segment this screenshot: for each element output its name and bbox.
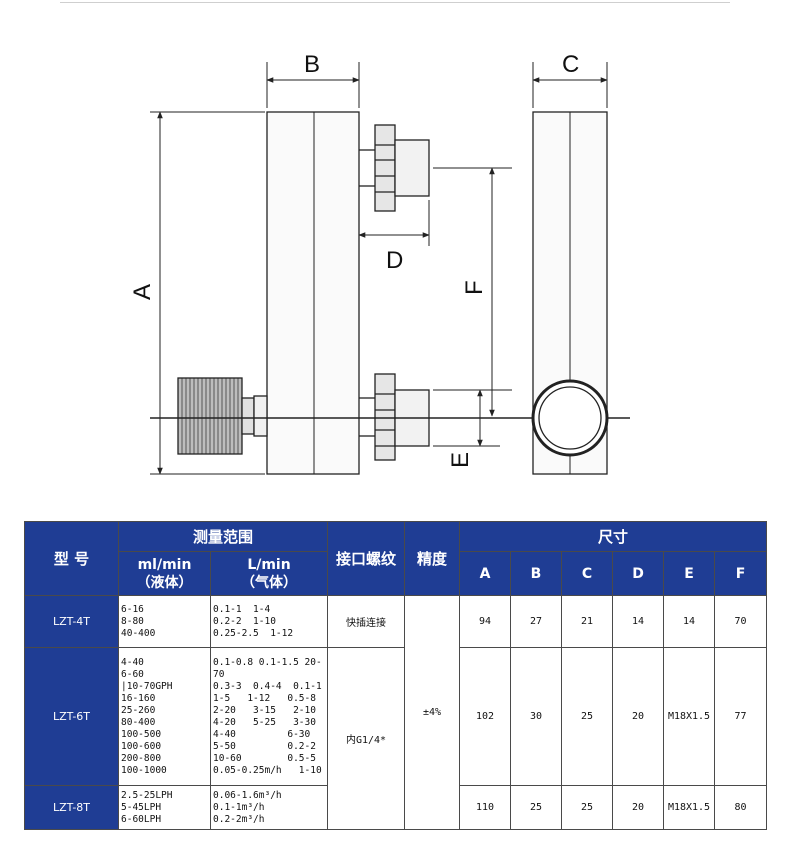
- flowmeter-body: [266, 111, 360, 475]
- header-size: 尺寸: [459, 521, 768, 552]
- dimension-drawing: B C A D F E: [129, 51, 630, 475]
- thread-cell: 快插连接: [327, 595, 406, 648]
- dim-D: 20: [612, 785, 665, 830]
- gas-label: （气体）: [241, 574, 297, 591]
- dimension-lines: [150, 62, 608, 475]
- dim-A: 94: [459, 595, 512, 648]
- header-model: 型 号: [24, 521, 119, 596]
- bottom-fitting: [359, 373, 430, 461]
- gas-range: 0.1-0.8 0.1-1.5 20- 70 0.3-3 0.4-4 0.1-1…: [209, 647, 329, 786]
- model-cell: LZT-8T: [24, 785, 119, 830]
- gas-range: 0.06-1.6m³/h 0.1-1m³/h 0.2-2m³/h: [209, 785, 329, 830]
- header-dim-A: A: [459, 551, 512, 596]
- dim-B: 27: [510, 595, 563, 648]
- dim-D: 20: [612, 647, 665, 786]
- top-divider: [60, 2, 730, 3]
- header-dim-E: E: [663, 551, 716, 596]
- model-cell: LZT-4T: [24, 595, 119, 648]
- dim-B: 30: [510, 647, 563, 786]
- table-row: LZT-8T 2.5-25LPH 5-45LPH 6-60LPH 0.06-1.…: [24, 785, 768, 830]
- liquid-range: 6-16 8-80 40-400: [118, 595, 211, 648]
- label-B: B: [304, 51, 320, 78]
- header-dim-C: C: [561, 551, 614, 596]
- label-F: F: [461, 280, 488, 295]
- dim-A: 102: [459, 647, 512, 786]
- header-thread: 接口螺纹: [327, 521, 406, 596]
- top-fitting: [359, 124, 430, 212]
- dim-E: 14: [663, 595, 716, 648]
- thread-cell: 内G1/4*: [327, 647, 406, 830]
- dim-E: M18X1.5: [663, 785, 716, 830]
- dim-D: 14: [612, 595, 665, 648]
- label-D: D: [386, 247, 403, 274]
- header-liquid: ml/min （液体）: [118, 551, 211, 596]
- header-dim-F: F: [714, 551, 768, 596]
- header-dim-D: D: [612, 551, 665, 596]
- model-cell: LZT-6T: [24, 647, 119, 786]
- label-C: C: [562, 51, 579, 78]
- dim-C: 25: [561, 785, 614, 830]
- liquid-range: 2.5-25LPH 5-45LPH 6-60LPH: [118, 785, 211, 830]
- label-E: E: [447, 452, 474, 468]
- gas-range: 0.1-1 1-4 0.2-2 1-10 0.25-2.5 1-12: [209, 595, 329, 648]
- header-accuracy: 精度: [404, 521, 461, 596]
- header-dim-B: B: [510, 551, 563, 596]
- liquid-label: （液体）: [136, 574, 193, 591]
- dim-C: 25: [561, 647, 614, 786]
- dim-B: 25: [510, 785, 563, 830]
- liquid-range: 4-40 6-60 |10-70GPH 16-160 25-260 80-400…: [118, 647, 211, 786]
- liquid-unit: ml/min: [137, 556, 192, 573]
- table-row: LZT-6T 4-40 6-60 |10-70GPH 16-160 25-260…: [24, 647, 768, 830]
- table-row: LZT-4T 6-16 8-80 40-400 0.1-1 1-4 0.2-2 …: [24, 595, 768, 830]
- accuracy-cell: ±4%: [404, 595, 461, 830]
- side-view: [531, 111, 609, 475]
- front-view: [150, 111, 630, 475]
- dim-E: M18X1.5: [663, 647, 716, 786]
- adjust-knob: [177, 377, 268, 455]
- header-gas: L/min （气体）: [209, 551, 329, 596]
- dim-F: 80: [714, 785, 768, 830]
- label-A: A: [129, 284, 156, 300]
- header-range: 测量范围: [117, 521, 329, 552]
- dim-C: 21: [561, 595, 614, 648]
- dim-F: 77: [714, 647, 768, 786]
- dim-F: 70: [714, 595, 768, 648]
- gas-unit: L/min: [247, 556, 291, 573]
- spec-table: 型 号 测量范围 接口螺纹 精度 尺寸 ml/min （液体） L/min （气…: [24, 521, 768, 830]
- dim-A: 110: [459, 785, 512, 830]
